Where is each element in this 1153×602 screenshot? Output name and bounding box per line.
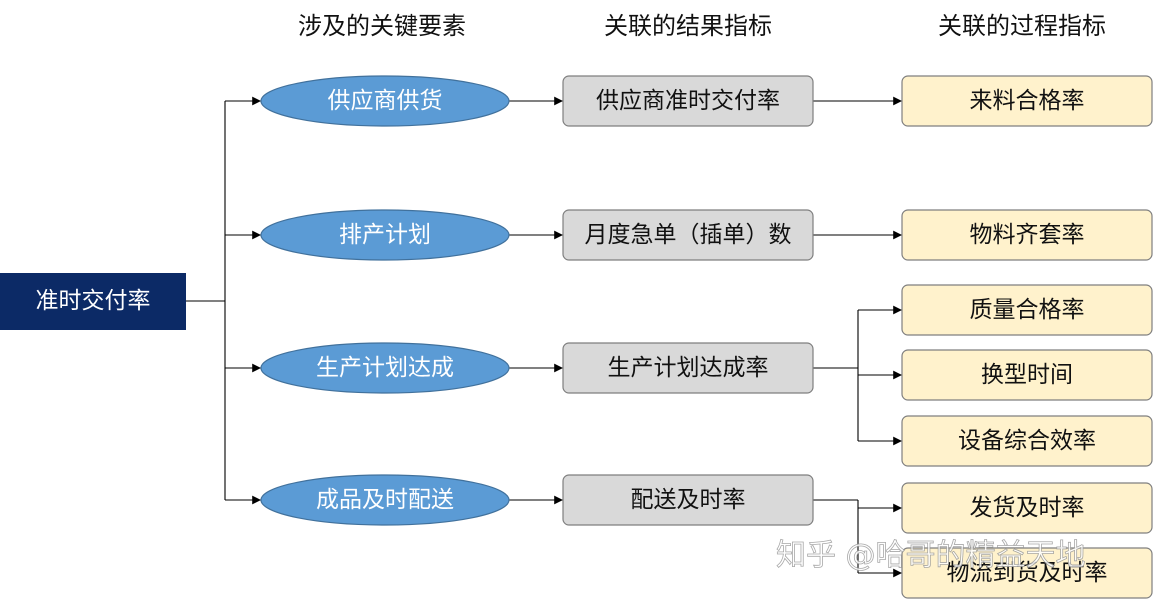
header-result-indicators: 关联的结果指标 [604,12,772,40]
result-indicator-label: 生产计划达成率 [608,355,769,381]
root-node: 准时交付率 [0,273,186,330]
watermark: 知乎 @哈哥的精益天地 [776,538,1086,573]
result-indicator-node [562,209,814,261]
root-node-label: 准时交付率 [36,288,151,314]
process-indicator-label: 设备综合效率 [958,428,1096,454]
result-indicator-node [562,342,814,394]
result-indicator-node [562,75,814,127]
process-indicator-node [901,75,1153,127]
key-element-node [260,342,510,394]
key-element-label: 供应商供货 [328,88,443,114]
key-element-node [260,474,510,526]
result-indicator-label: 供应商准时交付率 [596,88,780,114]
key-element-node [260,75,510,127]
result-indicator-label: 月度急单（插单）数 [585,222,792,248]
process-indicator-label: 来料合格率 [970,88,1085,114]
process-indicator-label: 物料齐套率 [970,222,1085,248]
process-indicator-label: 换型时间 [981,362,1073,388]
process-indicator-node [901,209,1153,261]
process-indicator-node [901,415,1153,467]
result-indicator-label: 配送及时率 [631,487,746,513]
connector-lines [186,96,902,578]
process-indicator-label: 质量合格率 [970,297,1085,323]
process-indicator-node [901,482,1153,534]
header-process-indicators: 关联的过程指标 [938,12,1106,40]
key-element-node [260,209,510,261]
process-indicator-node [901,349,1153,401]
process-indicator-label: 发货及时率 [970,495,1085,521]
result-indicator-node [562,474,814,526]
process-indicator-node [901,547,1153,599]
key-element-label: 成品及时配送 [316,487,454,513]
key-element-label: 生产计划达成 [316,355,454,381]
key-element-label: 排产计划 [339,222,431,248]
root-node-box [0,273,186,330]
header-key-elements: 涉及的关键要素 [298,12,466,40]
process-indicator-label: 物流到货及时率 [947,560,1108,586]
process-indicator-node [901,284,1153,336]
